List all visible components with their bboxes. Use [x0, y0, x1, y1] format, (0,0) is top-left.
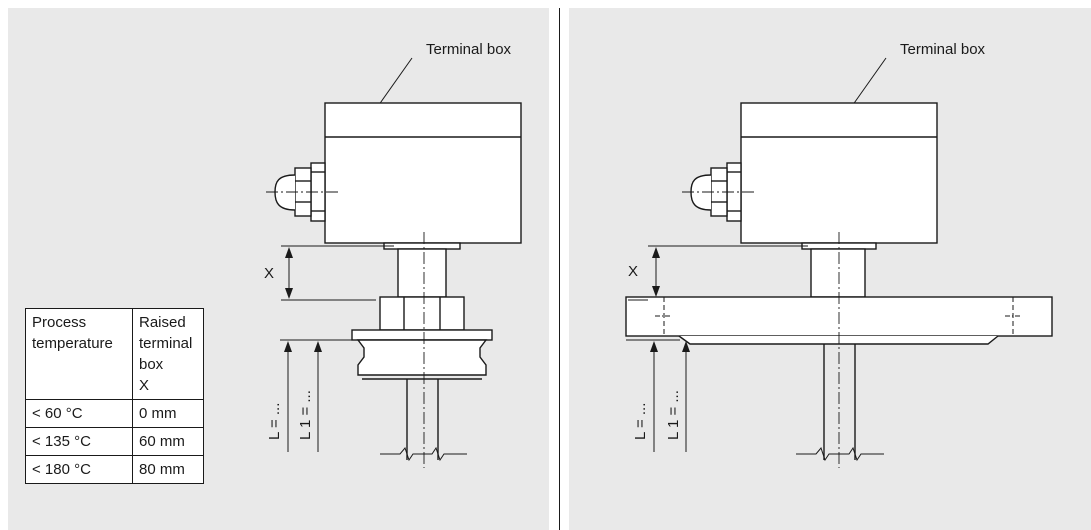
left-dim-l1-label: L 1 = ... — [297, 390, 314, 440]
header-line: terminal — [139, 335, 193, 352]
header-line: Process — [32, 314, 87, 331]
right-dim-l-label: L = ... — [632, 403, 649, 440]
cell-temperature: < 135 °C — [25, 427, 133, 456]
header-line: X — [139, 377, 150, 394]
left-neck-flange — [383, 242, 461, 250]
right-callout-label: Terminal box — [900, 41, 986, 58]
table-row: < 180 °C 80 mm — [25, 455, 204, 484]
left-fitting-collar — [351, 329, 493, 341]
cell-height: 80 mm — [132, 455, 204, 484]
right-terminal-box — [740, 102, 938, 244]
left-neck-tube — [397, 248, 447, 298]
left-thread-fitting — [356, 339, 488, 376]
table-header-row: Process temperature Raised terminal box … — [25, 308, 204, 400]
panel-divider — [559, 8, 560, 530]
left-dim-l-label: L = ... — [266, 403, 283, 440]
header-raised-terminal-box: Raised terminal box X — [132, 308, 204, 400]
left-drawing: Terminal box — [264, 41, 522, 468]
left-dim-x-label: X — [264, 265, 274, 282]
cell-height: 60 mm — [132, 427, 204, 456]
left-terminal-box — [324, 102, 522, 244]
right-dim-x-label: X — [628, 263, 638, 280]
cell-temperature: < 180 °C — [25, 455, 133, 484]
table-row: < 60 °C 0 mm — [25, 399, 204, 428]
right-cable-gland — [690, 162, 742, 222]
table-row: < 135 °C 60 mm — [25, 427, 204, 456]
temperature-table: Process temperature Raised terminal box … — [25, 308, 204, 484]
header-line: temperature — [32, 335, 113, 352]
header-line: Raised — [139, 314, 186, 331]
right-drawing: Terminal box — [625, 41, 1053, 468]
header-line: box — [139, 356, 164, 373]
left-cable-gland — [274, 162, 326, 222]
right-flange-face — [678, 335, 999, 345]
right-neck-tube — [810, 248, 866, 298]
right-dim-l1-label: L 1 = ... — [665, 390, 682, 440]
left-callout-label: Terminal box — [426, 41, 512, 58]
left-hex-nut — [379, 296, 465, 331]
cell-temperature: < 60 °C — [25, 399, 133, 428]
header-process-temperature: Process temperature — [25, 308, 133, 400]
cell-height: 0 mm — [132, 399, 204, 428]
